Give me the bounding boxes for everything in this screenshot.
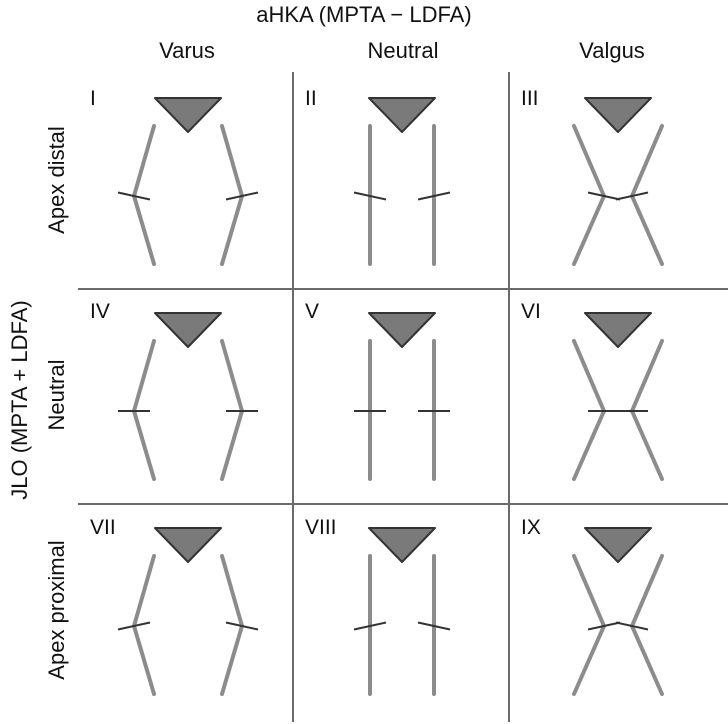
tibia-left-apex-proximal-varus (132, 624, 156, 696)
joint-line-right-apex-proximal-valgus (615, 621, 649, 631)
column-header-varus: Varus (159, 38, 215, 63)
femur-right-apex-distal-valgus (630, 124, 664, 198)
tibia-left-neutral-valgus (572, 409, 606, 481)
femur-right-apex-proximal-varus (220, 554, 244, 628)
femur-right-apex-distal-varus (220, 124, 244, 198)
patella-neutral-varus (154, 312, 222, 348)
tibia-left-neutral-varus (132, 409, 156, 481)
column-header-valgus: Valgus (579, 38, 645, 63)
grid-horizontal-line-2 (78, 503, 728, 505)
femur-left-apex-proximal-varus (132, 554, 156, 628)
femur-right-apex-proximal-valgus (630, 554, 664, 628)
cell-label-VII: VII (90, 516, 116, 539)
cell-label-I: I (90, 87, 96, 110)
patella-apex-distal-varus (154, 97, 222, 133)
femur-left-apex-distal-valgus (572, 124, 606, 198)
cell-label-VIII: VIII (305, 516, 337, 539)
patella-neutral-neutral (368, 312, 436, 348)
joint-line-right-apex-proximal-neutral (417, 621, 451, 631)
femur-right-neutral-varus (220, 339, 244, 413)
joint-line-right-apex-distal-varus (225, 191, 259, 201)
joint-line-left-apex-proximal-varus (117, 621, 151, 631)
joint-line-left-apex-distal-valgus (587, 191, 621, 201)
tibia-right-neutral-varus (220, 409, 244, 481)
cell-label-IX: IX (521, 516, 541, 539)
tibia-right-apex-proximal-valgus (630, 624, 664, 696)
femur-left-apex-distal-varus (132, 124, 156, 198)
cell-label-VI: VI (521, 300, 541, 323)
patella-apex-proximal-varus (154, 527, 222, 563)
tibia-right-apex-proximal-varus (220, 624, 244, 696)
femur-left-neutral-valgus (572, 339, 606, 413)
column-header-neutral: Neutral (367, 38, 439, 63)
femur-left-apex-proximal-valgus (572, 554, 606, 628)
diagram-title: aHKA (MPTA − LDFA) (256, 2, 472, 27)
patella-apex-proximal-valgus (584, 527, 652, 563)
patella-apex-proximal-neutral (368, 527, 436, 563)
cell-label-II: II (305, 87, 317, 110)
patella-apex-distal-neutral (368, 97, 436, 133)
tibia-left-apex-distal-valgus (572, 194, 606, 266)
grid-horizontal-line-1 (78, 288, 728, 290)
tibia-right-apex-distal-valgus (630, 194, 664, 266)
cell-label-IV: IV (90, 300, 110, 323)
joint-line-right-apex-distal-valgus (615, 191, 649, 201)
tibia-left-apex-proximal-valgus (572, 624, 606, 696)
femur-right-neutral-valgus (630, 339, 664, 413)
tibia-left-apex-distal-varus (132, 194, 156, 266)
tibia-right-apex-distal-varus (220, 194, 244, 266)
grid-vertical-line-2 (508, 72, 510, 722)
cell-label-III: III (521, 87, 539, 110)
joint-line-left-apex-distal-varus (117, 191, 151, 201)
tibia-right-neutral-valgus (630, 409, 664, 481)
patella-apex-distal-valgus (584, 97, 652, 133)
joint-line-left-apex-distal-neutral (353, 191, 387, 201)
joint-line-left-apex-proximal-neutral (353, 621, 387, 631)
cell-label-V: V (305, 300, 320, 323)
joint-line-left-apex-proximal-valgus (587, 621, 621, 631)
femur-left-neutral-varus (132, 339, 156, 413)
joint-line-right-apex-proximal-varus (225, 621, 259, 631)
joint-line-right-apex-distal-neutral (417, 191, 451, 201)
patella-neutral-valgus (584, 312, 652, 348)
grid-vertical-line-1 (292, 72, 294, 722)
